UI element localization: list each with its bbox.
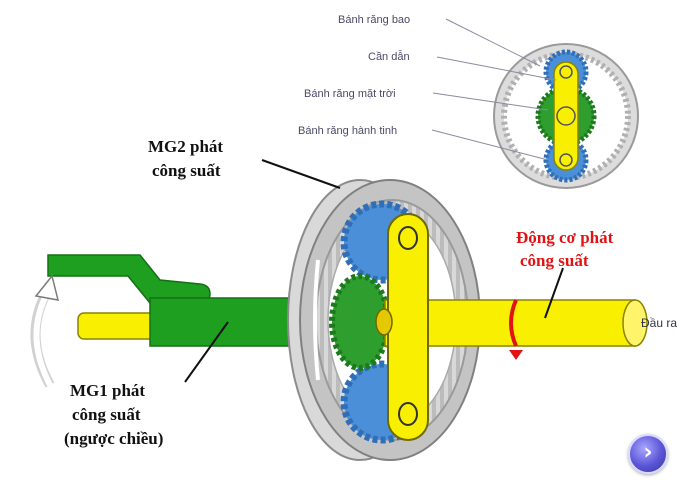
label-mg2-line1: MG2 phát bbox=[148, 137, 223, 156]
carrier-hub bbox=[375, 308, 393, 336]
label-sun-gear: Bánh răng mặt trời bbox=[304, 88, 396, 100]
label-mg1-line2: công suất bbox=[72, 405, 141, 424]
mg1-rotation-arrow bbox=[33, 290, 53, 387]
inset-leader-lines bbox=[431, 18, 557, 161]
carrier-pin-bottom bbox=[398, 402, 418, 426]
next-button[interactable]: › bbox=[628, 434, 668, 474]
label-engine-line2: công suất bbox=[520, 251, 589, 270]
label-ring-gear: Bánh răng bao bbox=[338, 14, 410, 26]
mg1-arm bbox=[47, 254, 211, 304]
mg1-rotation-arrow-head bbox=[34, 274, 60, 301]
chevron-right-icon: › bbox=[643, 440, 653, 465]
label-output: Đầu ra bbox=[641, 316, 677, 330]
inset-planetary-view bbox=[493, 43, 639, 189]
label-carrier: Cần dẫn bbox=[368, 50, 410, 63]
output-shaft-end bbox=[622, 299, 648, 347]
label-mg2-line2: công suất bbox=[152, 161, 221, 180]
label-planet-gear: Bánh răng hành tinh bbox=[298, 125, 397, 137]
label-mg1-line3: (ngược chiều) bbox=[64, 429, 163, 448]
inset-carrier-pin-bottom bbox=[559, 153, 573, 167]
inset-carrier-pin-top bbox=[559, 65, 573, 79]
engine-rotation-arrow bbox=[509, 299, 518, 347]
carrier-pin-top bbox=[398, 226, 418, 250]
main-leader-lines bbox=[184, 159, 564, 383]
engine-rotation-arrow-head bbox=[509, 350, 523, 360]
label-mg1-line1: MG1 phát bbox=[70, 381, 145, 400]
inset-carrier-hub bbox=[556, 106, 576, 126]
label-engine-line1: Động cơ phát bbox=[516, 228, 614, 247]
